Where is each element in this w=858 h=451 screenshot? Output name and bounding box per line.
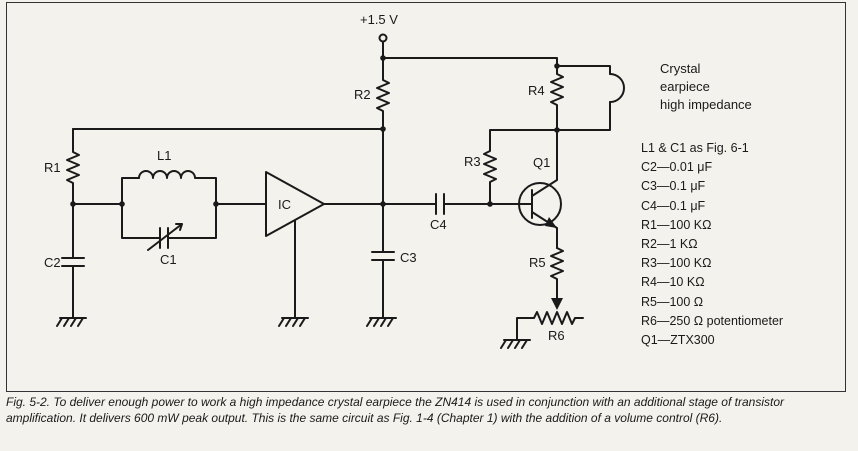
capacitor-C4 [435, 193, 521, 215]
label-R2: R2 [354, 87, 371, 102]
parts-list-item: C2—0.01 μF [641, 160, 713, 175]
label-Q1: Q1 [533, 155, 550, 170]
parts-list-item: R1—100 KΩ [641, 217, 712, 232]
variable-capacitor-C1 [147, 223, 183, 251]
emitter-arrow-icon [545, 217, 557, 228]
label-R3: R3 [464, 154, 481, 169]
earpiece-label-line: earpiece [660, 79, 710, 94]
parts-list-item: R2—1 KΩ [641, 237, 698, 252]
supply-terminal [378, 33, 388, 43]
earpiece-wiring [556, 65, 611, 131]
parts-list-item: C4—0.1 μF [641, 198, 706, 213]
wiper-arrow-icon [551, 298, 563, 310]
parts-list-item: C3—0.1 μF [641, 179, 706, 194]
label-R5: R5 [529, 255, 546, 270]
parts-list-item: R5—100 Ω [641, 294, 704, 309]
resistor-R2 [376, 57, 390, 129]
capacitor-C2 [61, 203, 85, 319]
ground-1 [56, 317, 87, 327]
transistor-Q1-leads [519, 129, 558, 249]
label-C4: C4 [430, 217, 447, 232]
inductor-L1 [138, 170, 196, 179]
parts-list-item: Q1—ZTX300 [641, 333, 715, 348]
label-C3: C3 [400, 250, 417, 265]
label-C2: C2 [44, 255, 61, 270]
figure-frame [6, 2, 846, 392]
potentiometer-R6 [516, 311, 584, 341]
label-R4: R4 [528, 83, 545, 98]
parts-list-item: R4—10 KΩ [641, 275, 705, 290]
parts-list-item: R3—100 KΩ [641, 256, 712, 271]
resistor-R1 [66, 128, 80, 205]
label-L1: L1 [157, 148, 171, 163]
earpiece-label-line: high impedance [660, 97, 752, 112]
earpiece-label-line: Crystal [660, 61, 701, 76]
parts-list: L1 & C1 as Fig. 6-1 C2—0.01 μF C3—0.1 μF… [641, 139, 783, 350]
parts-list-item: R6—250 Ω potentiometer [641, 313, 784, 328]
ground-2 [278, 317, 309, 327]
crystal-earpiece [609, 73, 625, 103]
resistor-R4 [550, 65, 564, 131]
figure-caption: Fig. 5-2. To deliver enough power to wor… [6, 395, 784, 425]
capacitor-C3 [371, 203, 395, 319]
supply-label: +1.5 V [360, 12, 398, 27]
top-rail [382, 41, 558, 67]
label-R6: R6 [548, 328, 565, 343]
label-IC: IC [278, 197, 291, 212]
parts-list-item: L1 & C1 as Fig. 6-1 [641, 141, 749, 155]
label-C1: C1 [160, 252, 177, 267]
resistor-R5 [550, 247, 564, 299]
ground-3 [366, 317, 397, 327]
earpiece-label: Crystal earpiece high impedance [660, 60, 752, 114]
label-R1: R1 [44, 160, 61, 175]
tuned-circuit-wiring [72, 177, 267, 239]
ground-4 [500, 339, 531, 349]
resistor-R3 [483, 129, 558, 205]
